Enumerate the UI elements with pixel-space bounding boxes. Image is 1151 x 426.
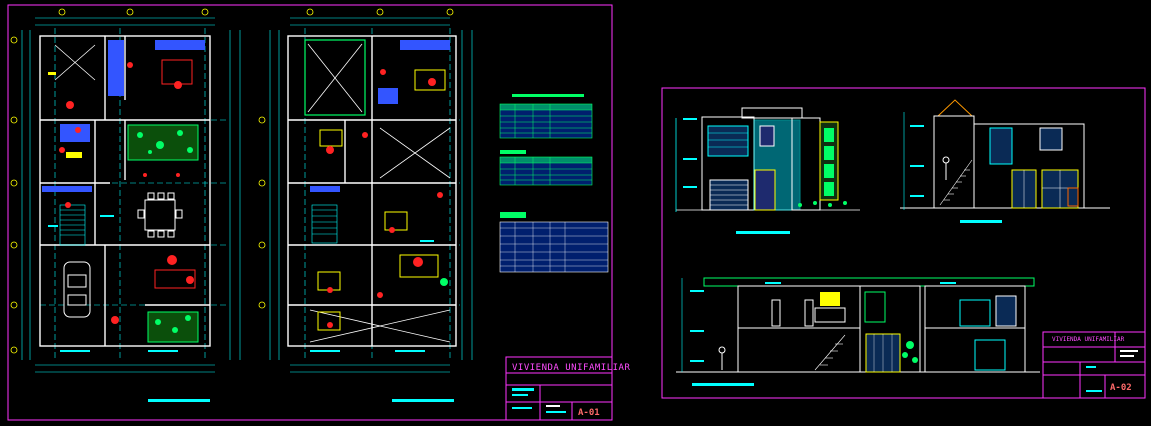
plan1-caption [148,399,210,402]
elevation-front-caption [736,231,790,234]
dining-table [137,192,183,238]
floor-plan-ground [10,8,241,373]
sheet1-title-block [505,356,613,421]
elevation-side [900,99,1110,210]
elevation-side-caption [960,220,1002,223]
sheet2-frame [661,87,1146,399]
building-section [676,277,1040,373]
car [63,261,91,318]
elevation-front [675,107,860,212]
sheet2-title-block [1042,331,1146,399]
floor-plan-upper [258,8,473,373]
plan2-caption [392,399,454,402]
sheet2-project-title: VIVIENDA UNIFAMILIAR [1052,336,1125,343]
section-caption [692,383,754,386]
sheet1-project-title: VIVIENDA UNIFAMILIAR [512,363,631,373]
schedule-tables [499,94,609,273]
sheet1-frame [7,4,613,421]
sheet1-sheet-code: A-01 [578,408,600,418]
sheet2-sheet-code: A-02 [1110,383,1132,393]
